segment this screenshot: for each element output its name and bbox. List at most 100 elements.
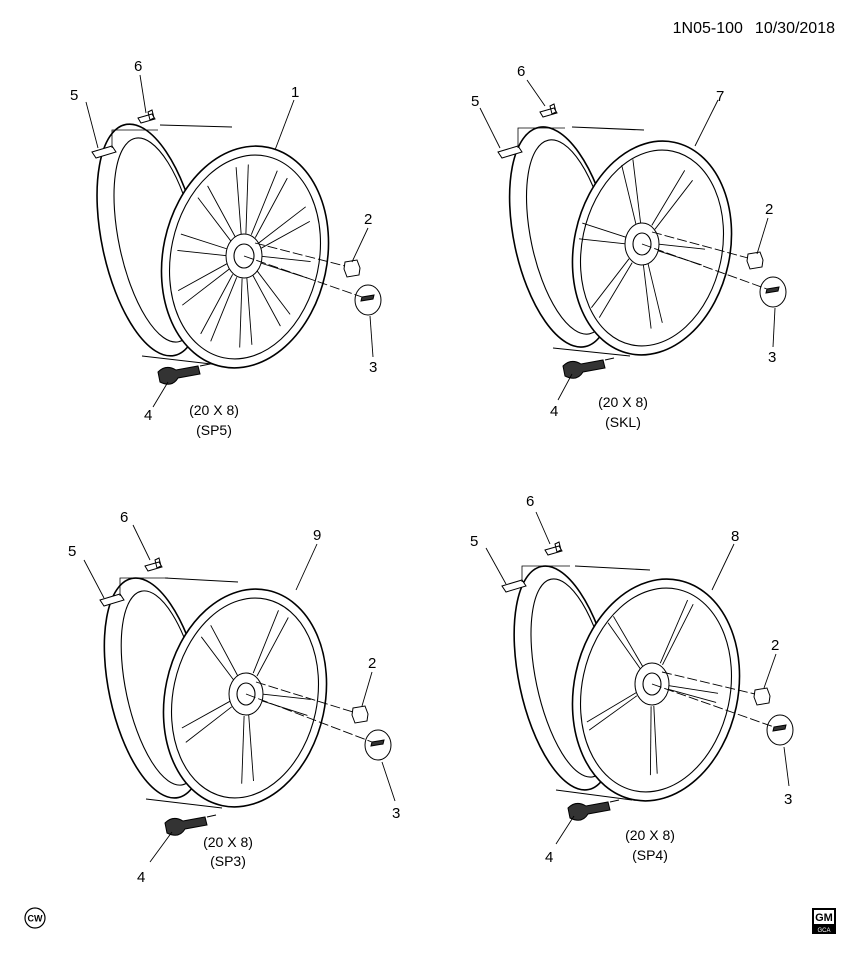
spoke-line: [651, 170, 686, 226]
callout-cap: 3: [784, 791, 792, 808]
spoke-line: [668, 685, 719, 694]
spoke-line: [246, 277, 253, 345]
svg-text:CW: CW: [28, 914, 43, 924]
wheel-spokes: [586, 599, 719, 776]
spoke-line: [659, 599, 689, 664]
svg-text:GCA: GCA: [817, 928, 830, 934]
spoke-line: [582, 222, 628, 239]
wheel-face-sp3: [162, 588, 328, 808]
wheel-assembly-skl: 5 6 7 2 3 4 (20 X 8) (SKL): [471, 63, 787, 430]
diagram-header: 1N05-100 10/30/2018: [673, 20, 835, 37]
spoke-line: [250, 170, 278, 235]
wheel-option-label: (SP4): [632, 847, 668, 863]
wheel-option-label: (SP3): [210, 853, 246, 869]
callout-clip: 6: [120, 509, 128, 526]
center-cap: [364, 729, 392, 761]
svg-text:GM: GM: [815, 912, 833, 924]
wheel-lug-nut: [746, 251, 764, 270]
callout-wheel: 9: [313, 527, 321, 544]
spoke-line: [181, 700, 231, 729]
cw-logo: CW: [24, 907, 46, 929]
spoke-line: [591, 258, 630, 308]
spoke-line: [200, 274, 234, 335]
diagram-date: 10/30/2018: [755, 20, 835, 37]
tpms-valve-stem: [567, 799, 620, 821]
spoke-line: [649, 706, 652, 776]
spoke-line: [598, 262, 633, 318]
callout-weight: 5: [471, 93, 479, 110]
wheel-lug-nut: [343, 259, 361, 278]
wheel-face-sp4: [571, 578, 741, 802]
spoke-line: [613, 616, 644, 668]
wheel-size-label: (20 X 8): [625, 827, 675, 843]
spoke-line: [177, 262, 228, 291]
spoke-line: [586, 692, 637, 723]
weight-clip: [137, 109, 156, 124]
balance-weight: [501, 579, 527, 593]
spoke-line: [200, 636, 235, 682]
spoke-line: [607, 622, 642, 670]
callout-weight: 5: [70, 87, 78, 104]
spoke-line: [667, 688, 717, 703]
wheel-spokes: [181, 610, 311, 784]
tpms-valve-stem: [157, 363, 211, 385]
wheel-lug-nut: [351, 705, 369, 724]
wheel-size-label: (20 X 8): [598, 394, 648, 410]
callout-cap: 3: [392, 805, 400, 822]
spoke-line: [245, 164, 249, 234]
callout-nut: 2: [368, 655, 376, 672]
callout-valve-stem: 4: [550, 403, 558, 420]
tpms-valve-stem: [562, 357, 615, 379]
weight-clip: [539, 103, 558, 118]
wheel-assembly-sp5: 5 6 1 2 3 4 (20 X 8) (SP5): [70, 58, 382, 438]
wheel-lug-nut: [753, 687, 771, 706]
wheel-assembly-sp4: 5 6 8 2 3 4 (20 X 8) (SP4): [470, 493, 794, 866]
center-cap: [354, 284, 382, 316]
spoke-line: [239, 278, 243, 348]
spoke-line: [647, 262, 663, 323]
spoke-line: [185, 706, 232, 743]
callout-wheel: 7: [716, 88, 724, 105]
diagram-code: 1N05-100: [673, 20, 743, 37]
callout-wheel: 1: [291, 84, 299, 101]
callout-valve-stem: 4: [137, 869, 145, 886]
callout-weight: 5: [470, 533, 478, 550]
callout-clip: 6: [517, 63, 525, 80]
callout-clip: 6: [134, 58, 142, 75]
wheel-assembly-sp3: 5 6 9 2 3 4 (20 X 8) (SP3): [68, 509, 400, 886]
balance-weight: [497, 145, 523, 159]
weight-clip: [544, 541, 563, 556]
spoke-line: [248, 714, 254, 782]
spoke-line: [210, 277, 238, 342]
spoke-line: [197, 197, 233, 243]
callout-cap: 3: [369, 359, 377, 376]
spoke-line: [252, 610, 279, 674]
spoke-line: [241, 715, 245, 784]
spoke-line: [182, 268, 230, 306]
spoke-line: [662, 603, 694, 666]
wheel-size-label: (20 X 8): [203, 834, 253, 850]
spoke-line: [180, 233, 230, 250]
callout-nut: 2: [771, 637, 779, 654]
wheel-size-label: (20 X 8): [189, 402, 239, 418]
spoke-line: [251, 273, 281, 327]
callout-clip: 6: [526, 493, 534, 510]
callout-wheel: 8: [731, 528, 739, 545]
spoke-line: [177, 249, 228, 257]
callout-valve-stem: 4: [144, 407, 152, 424]
spoke-line: [653, 705, 658, 774]
spoke-line: [632, 159, 642, 224]
tpms-valve-stem: [164, 814, 217, 836]
spoke-line: [260, 699, 308, 716]
spoke-line: [254, 177, 288, 238]
spoke-line: [256, 617, 289, 677]
spoke-line: [654, 180, 693, 230]
balance-weight: [91, 145, 117, 159]
wheel-spokes: [578, 159, 706, 329]
weight-clip: [144, 557, 163, 572]
spoke-line: [642, 264, 652, 329]
spoke-line: [578, 238, 627, 245]
gm-logo: GM GCA: [812, 908, 836, 934]
spoke-line: [588, 695, 638, 731]
